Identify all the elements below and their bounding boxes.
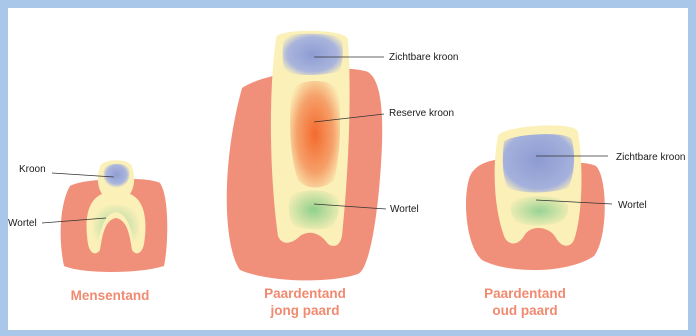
caption-human: Mensentand [71, 288, 150, 303]
young-horse-visible-crown [283, 34, 343, 75]
young-horse-reserve-crown [290, 81, 340, 188]
label-young-reserve-crown: Reserve kroon [389, 108, 454, 119]
label-old-visible-crown: Zichtbare kroon [616, 152, 685, 163]
old-horse-root [511, 196, 569, 225]
caption-young-line2: jong paard [269, 303, 339, 318]
label-young-visible-crown: Zichtbare kroon [389, 52, 458, 63]
label-human-crown: Kroon [19, 164, 46, 175]
diagram-panel: Kroon Wortel Zichtbare kroon Reserve kro… [8, 8, 688, 330]
caption-young-line1: Paardentand [264, 286, 346, 301]
old-horse-tooth [466, 125, 605, 270]
young-horse-tooth [227, 31, 382, 281]
teeth-diagram: Kroon Wortel Zichtbare kroon Reserve kro… [8, 8, 688, 330]
label-human-root: Wortel [8, 218, 37, 229]
label-young-root: Wortel [390, 204, 419, 215]
caption-old-line1: Paardentand [484, 286, 566, 301]
caption-old-line2: oud paard [492, 303, 557, 318]
young-horse-root [289, 190, 339, 229]
old-horse-visible-crown [503, 134, 574, 192]
label-old-root: Wortel [618, 200, 647, 211]
